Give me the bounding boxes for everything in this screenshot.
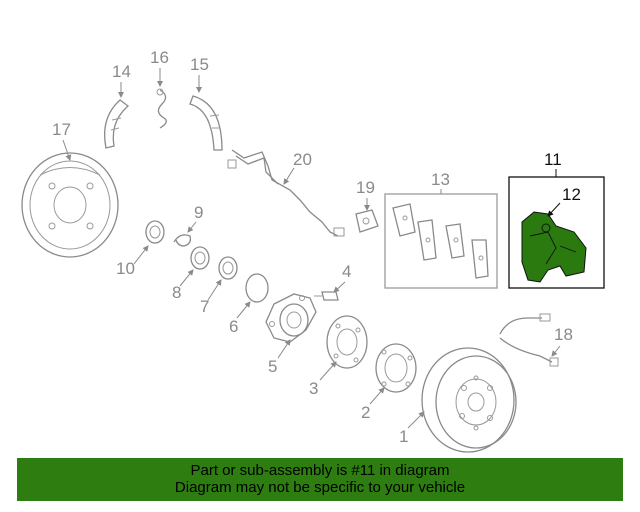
callout-1: 1 [399, 427, 408, 446]
banner-line-2: Diagram may not be specific to your vehi… [174, 479, 466, 496]
callout-14: 14 [112, 62, 131, 81]
callout-20: 20 [293, 150, 312, 169]
hub-bolt-part[interactable] [314, 291, 339, 301]
callout-9: 9 [194, 203, 203, 222]
banner-line-1: Part or sub-assembly is #11 in diagram [190, 462, 450, 479]
o-ring-part[interactable] [245, 273, 269, 303]
axle-hub-part[interactable] [265, 293, 317, 343]
callout-4: 4 [342, 262, 351, 281]
callout-15: 15 [190, 55, 209, 74]
caliper-part[interactable] [521, 211, 587, 283]
backing-plate-part[interactable] [21, 152, 119, 258]
callout-18: 18 [554, 325, 573, 344]
callout-6: 6 [229, 317, 238, 336]
gasket-part[interactable] [375, 343, 417, 393]
diagram-note-banner: Part or sub-assembly is #11 in diagram D… [17, 458, 623, 501]
brake-pads-box [384, 193, 498, 289]
callout-5: 5 [268, 357, 277, 376]
callout-3: 3 [309, 379, 318, 398]
callout-8: 8 [172, 283, 181, 302]
callout-11: 11 [544, 150, 562, 169]
callout-19: 19 [356, 178, 375, 197]
callout-12: 12 [562, 185, 581, 204]
callout-17: 17 [52, 120, 71, 139]
oil-seal-part[interactable] [145, 220, 165, 244]
callout-13: 13 [431, 170, 450, 189]
abs-sensor-wire-part[interactable] [227, 149, 345, 237]
sensor-bracket-part[interactable] [355, 209, 379, 233]
hub-flange-part[interactable] [326, 315, 368, 369]
bearing-part[interactable] [190, 246, 210, 270]
callout-10: 10 [116, 259, 135, 278]
parking-brake-shoe-2-part[interactable] [189, 95, 223, 151]
callout-7: 7 [200, 297, 209, 316]
brake-rotor-part[interactable] [421, 347, 517, 453]
parking-brake-shoe-part[interactable] [103, 99, 130, 149]
bearing-2-part[interactable] [218, 256, 238, 280]
callout-16: 16 [150, 48, 169, 67]
spring-clip-part[interactable] [156, 88, 167, 129]
brake-pads-part[interactable] [392, 203, 489, 279]
callout-2: 2 [361, 403, 370, 422]
brake-hose-part[interactable] [499, 313, 559, 367]
snap-ring-part[interactable] [173, 234, 192, 247]
